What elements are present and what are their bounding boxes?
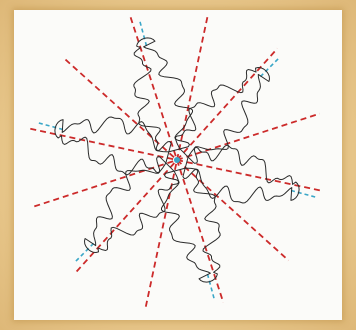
guide-tick-2 [260, 58, 279, 77]
guide-tick-6 [37, 123, 63, 130]
diagram-panel [14, 10, 342, 320]
snowflake-arm-1 [134, 38, 193, 152]
guide-tick-1 [140, 20, 147, 46]
center-point [174, 157, 180, 163]
guide-tick-5 [75, 243, 94, 262]
guide-tick-3 [291, 191, 317, 198]
guide-tick-4 [208, 274, 215, 300]
snowflake-diagram [14, 10, 342, 320]
